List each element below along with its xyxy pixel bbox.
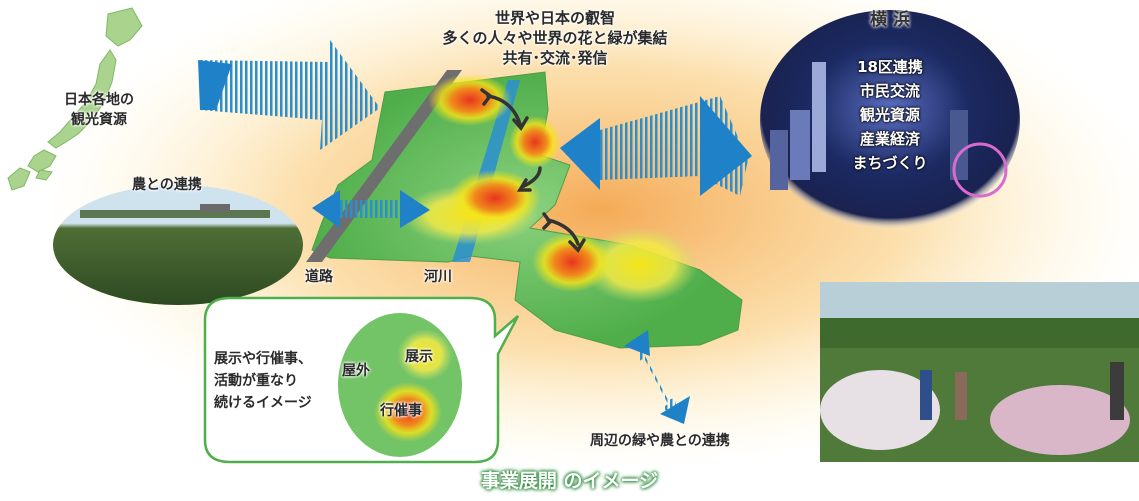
yokohama-item-2: 観光資源 [859,106,920,124]
arrow-yokohama [560,96,752,196]
river-label: 河川 [424,269,452,285]
garden-photo [820,282,1139,462]
yokohama-item-4: まちづくり [852,154,928,172]
top-heading: 世界や日本の叡智 多くの人々や世界の花と緑が集結 共有･交流･発信 [395,8,715,68]
connector-arrows [480,88,586,253]
hotspot-center-red [449,170,541,226]
farm-photo [53,185,303,305]
surrounding-label: 周辺の緑や農との連携 [590,433,730,449]
yokohama-title: 横 浜 [870,10,910,30]
arrow-japan [198,40,380,150]
japan-map-icon [7,7,143,191]
yokohama-item-1: 市民交流 [859,82,920,100]
top-heading-line2: 多くの人々や世界の花と緑が集結 [442,29,668,47]
bubble-line1: 展示や行催事、 [214,351,312,367]
japan-label-line1: 日本各地の [64,92,134,108]
road-label: 道路 [305,269,333,285]
bubble-yellow-spot [397,329,453,381]
hotspot-lower-red [532,232,612,292]
yokohama-photo [760,10,1020,230]
footer-title: 事業展開 のイメージ [480,470,659,492]
bubble-red-spot [374,382,442,442]
yokohama-item-3: 産業経済 [859,130,920,148]
yokohama-item-0: 18区連携 [857,58,923,76]
bubble-exhibit-label: 展示 [405,349,433,365]
top-heading-line1: 世界や日本の叡智 [494,9,615,27]
japan-label: 日本各地の 観光資源 [44,90,154,130]
bubble-text: 展示や行催事、 活動が重なり 続けるイメージ [214,348,312,414]
hotspot-top [428,74,512,126]
bubble-line2: 活動が重なり [214,373,298,389]
bubble-event-label: 行催事 [380,403,422,419]
arrow-surrounding [624,330,690,424]
arrow-farm [312,190,430,228]
bubble-outdoor-label: 屋外 [342,363,370,379]
farm-label: 農との連携 [132,177,202,193]
bubble-line3: 続けるイメージ [214,395,312,411]
hotspot-lower-yellow [582,227,698,303]
yokohama-items: 18区連携 市民交流 観光資源 産業経済 まちづくり [835,55,945,175]
top-heading-line3: 共有･交流･発信 [502,49,608,67]
japan-label-line2: 観光資源 [71,112,127,128]
